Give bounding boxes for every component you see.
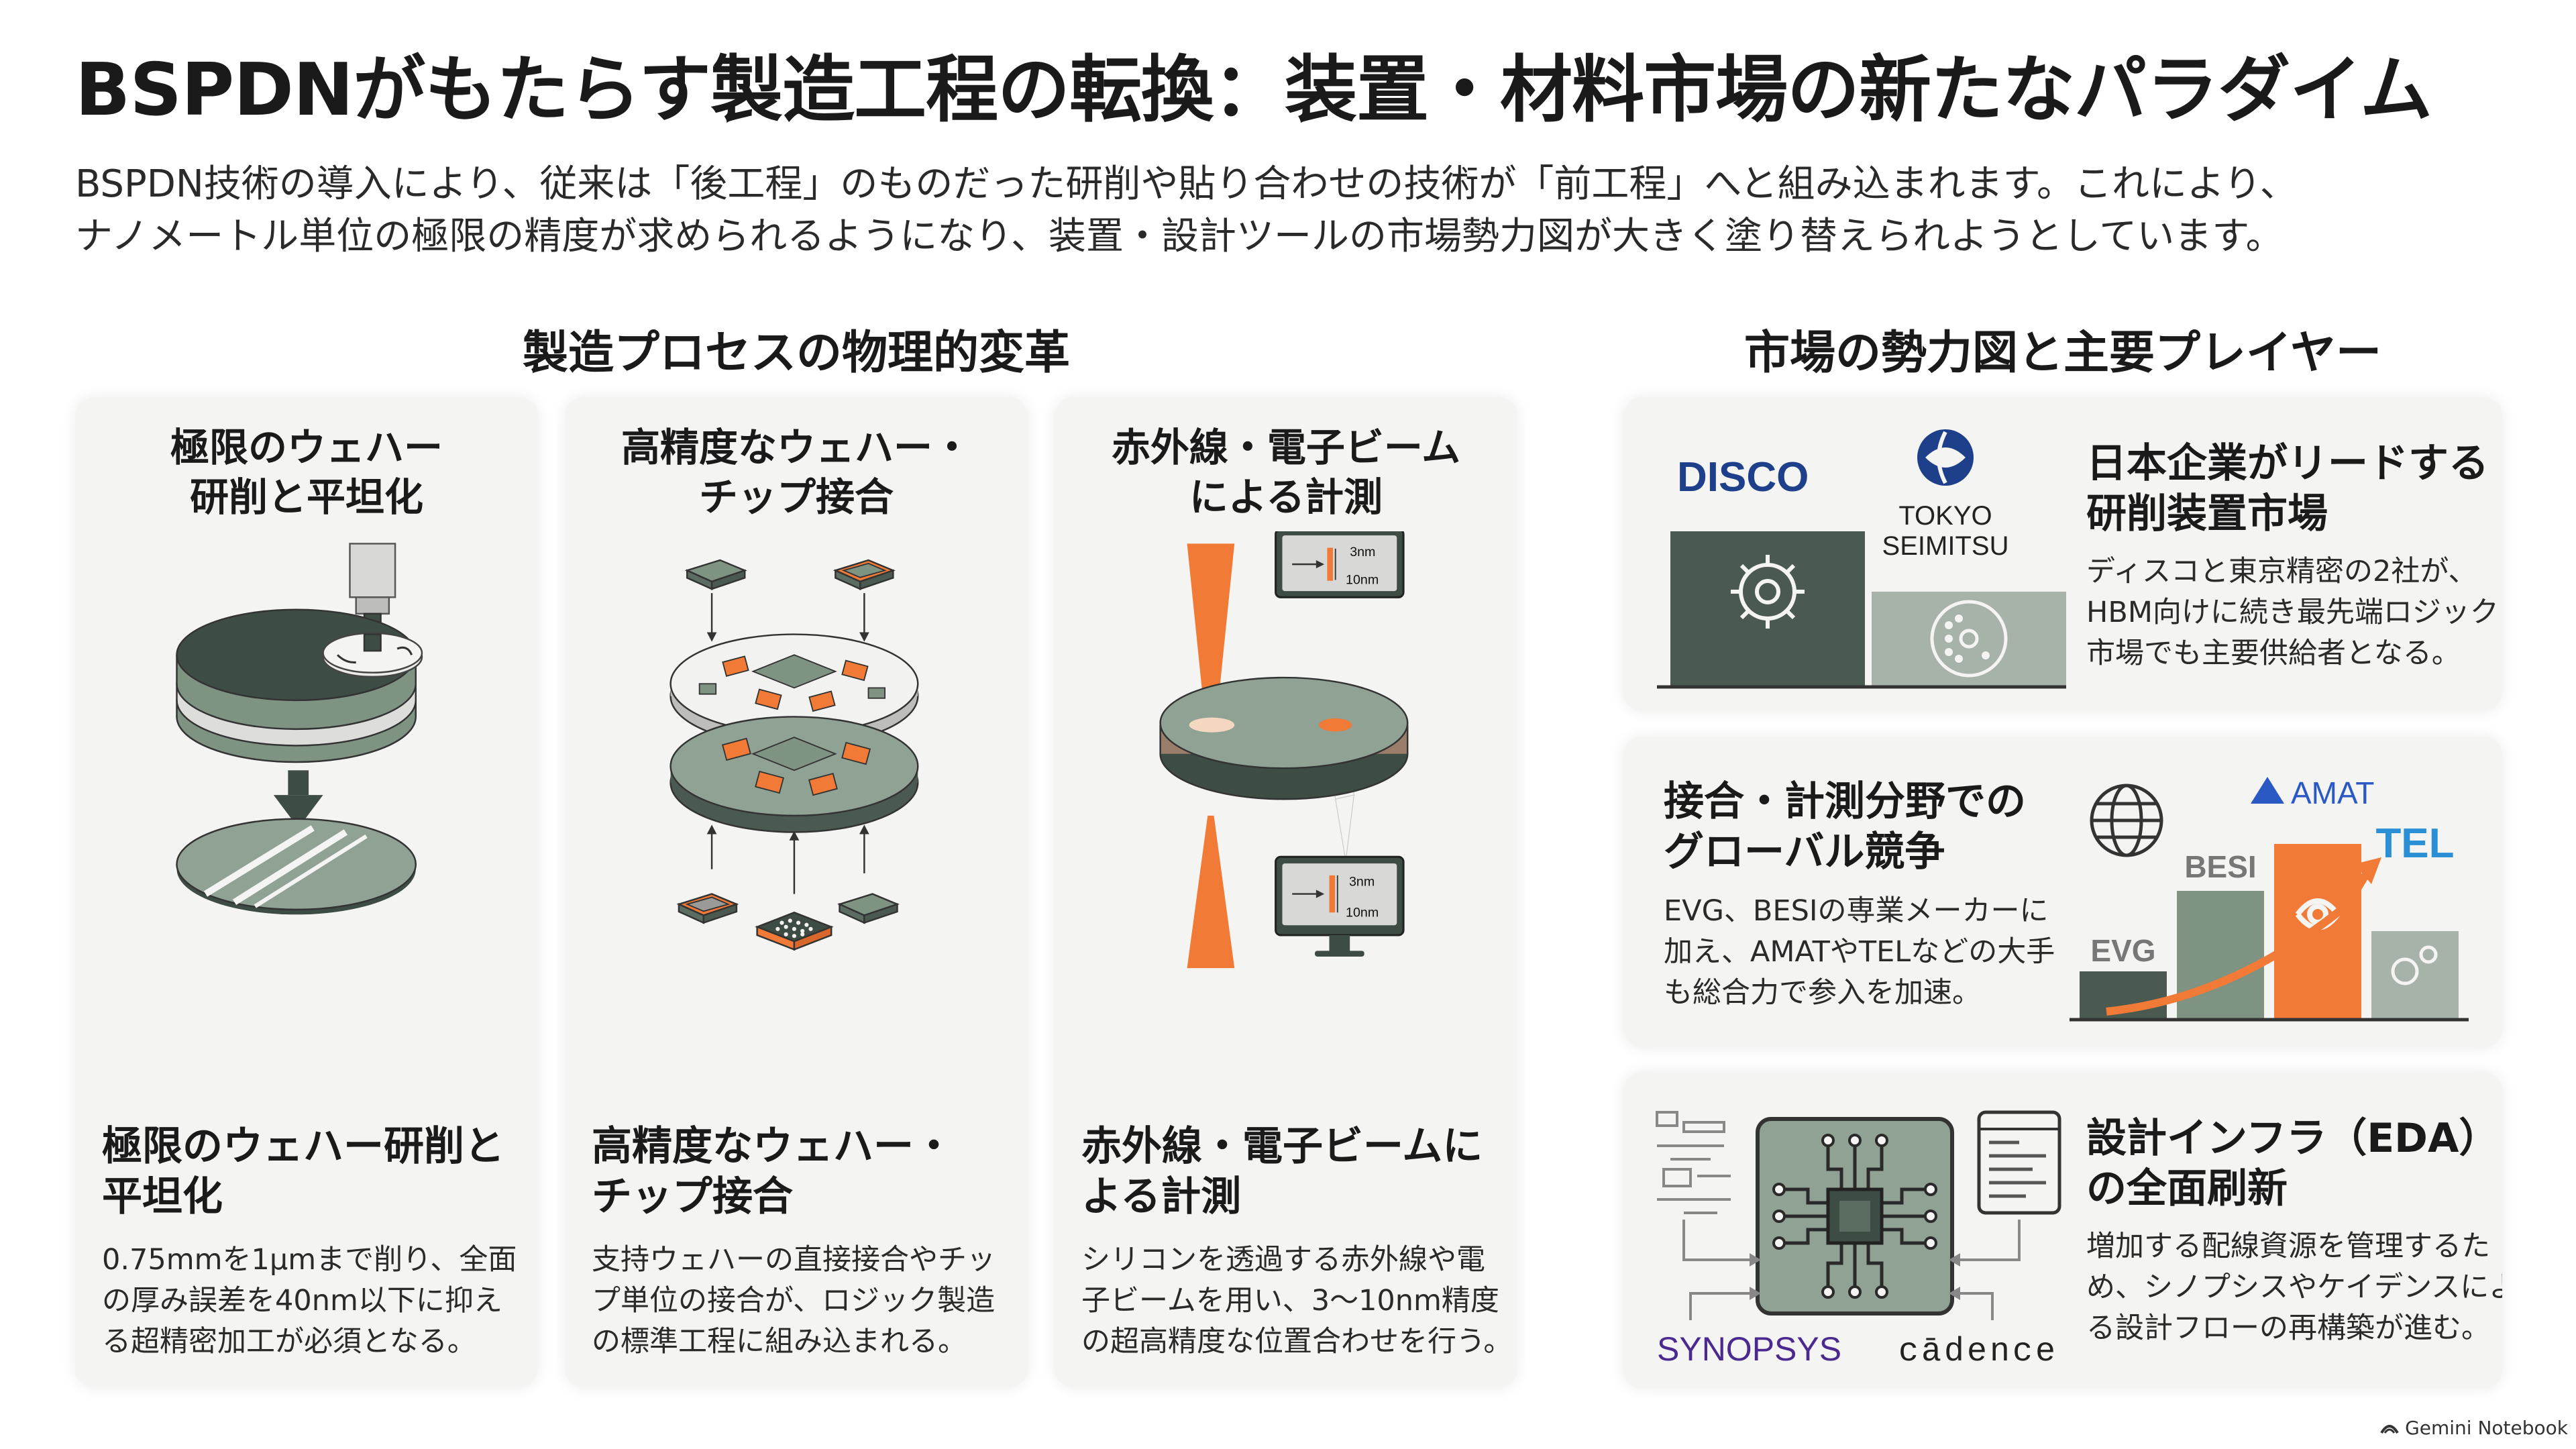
measure-label-top: 3nm <box>1350 545 1375 559</box>
subtitle-line-1: BSPDN技術の導入により、従来は「後工程」のものだった研削や貼り合わせの技術が… <box>75 162 2298 206</box>
gear-icon <box>2391 945 2438 985</box>
process-card-grinding: 極限のウェハー 研削と平坦化 極限のウェハー研削と <box>75 397 538 1387</box>
market-card-bonding: 接合・計測分野での グローバル競争 EVG、BESIの専業メーカーに 加え、AM… <box>1623 737 2502 1048</box>
card-description: シリコンを透過する赤外線や電 子ビームを用い、3〜10nm精度 の超高精度な位置… <box>1081 1243 1513 1359</box>
tokyo-logo-line1: TOKYO <box>1898 501 1992 531</box>
besi-logo: BESI <box>2184 849 2256 884</box>
tokyo-seimitsu-logo-icon <box>1917 429 1974 486</box>
subtitle-line-2: ナノメートル単位の極限の精度が求められるようになり、装置・設計ツールの市場勢力図… <box>75 215 2284 259</box>
code-editor-icon <box>1977 1110 2061 1215</box>
market-description: 増加する配線資源を管理するた め、シノプシスやケイデンスによ る設計フローの再構… <box>2086 1230 2502 1346</box>
chip-icon <box>833 559 896 590</box>
card-top-title: 極限のウェハー 研削と平坦化 <box>170 425 443 521</box>
gear-icon <box>1731 555 1805 629</box>
chip-icon <box>684 559 747 590</box>
market-title: 設計インフラ（EDA） の全面刷新 <box>2086 1115 2500 1212</box>
metrology-illustration: 3nm 10nm 3nm 10nm <box>1159 531 1409 969</box>
market-title: 日本企業がリードする 研削装置市場 <box>2086 440 2489 537</box>
market-description: EVG、BESIの専業メーカーに 加え、AMATやTELなどの大手 も総合力で参… <box>1664 894 2055 1010</box>
chip-icon <box>676 893 739 924</box>
card-bottom-title: 極限のウェハー研削と 平坦化 <box>102 1123 504 1220</box>
schematic-icon <box>1656 1111 1731 1214</box>
cadence-logo: cādence <box>1898 1333 2058 1371</box>
market-card-grinding: DISCO TOKYO SEIMITSU 日本企業がリー <box>1623 397 2502 711</box>
card-bottom-title: 赤外線・電子ビームに よる計測 <box>1081 1123 1483 1220</box>
bonding-market-chart: EVG BESI AMAT TEL <box>2070 775 2469 1022</box>
market-description: ディスコと東京精密の2社が、 HBM向けに続き最先端ロジック 市場でも主要供給者… <box>2086 555 2499 671</box>
notebook-icon <box>2380 1424 2399 1434</box>
measure-label-bottom: 10nm <box>1346 573 1379 588</box>
tokyo-logo-line2: SEIMITSU <box>1882 531 2009 561</box>
tel-logo: TEL <box>2375 820 2454 867</box>
globe-icon <box>2090 784 2163 857</box>
footer-label: Gemini Notebook <box>2405 1417 2568 1439</box>
card-top-title: 赤外線・電子ビーム による計測 <box>1111 425 1461 521</box>
eda-illustration: SYNOPSYS cādence <box>1656 1110 2061 1371</box>
process-card-metrology: 赤外線・電子ビーム による計測 3nm 10nm <box>1055 397 1517 1387</box>
wafer-grinding-illustration <box>176 543 423 915</box>
amat-logo-icon <box>2251 777 2284 804</box>
page-subtitle: BSPDN技術の導入により、従来は「後工程」のものだった研削や貼り合わせの技術が… <box>75 158 2517 264</box>
card-top-title: 高精度なウェハー・ チップ接合 <box>621 425 971 521</box>
footer-brand: Gemini Notebook <box>2379 1417 2568 1439</box>
synopsys-logo: SYNOPSYS <box>1657 1330 1841 1368</box>
section-heading-market: 市場の勢力図と主要プレイヤー <box>1744 327 2381 380</box>
page-title: BSPDNがもたらす製造工程の転換：装置・材料市場の新たなパラダイム <box>75 48 2432 132</box>
amat-logo: AMAT <box>2291 775 2374 810</box>
card-description: 0.75mmを1µmまで削り、全面 の厚み誤差を40nm以下に抑え る超精密加工… <box>102 1243 517 1359</box>
market-card-eda: SYNOPSYS cādence 設計インフラ（EDA） の全面刷新 増加する配… <box>1623 1072 2502 1389</box>
card-description: 支持ウェハーの直接接合やチッ プ単位の接合が、ロジック製造 の標準工程に組み込ま… <box>592 1243 996 1359</box>
section-heading-process: 製造プロセスの物理的変革 <box>522 327 1070 380</box>
measure-label-top-2: 3nm <box>1349 874 1375 889</box>
card-bottom-title: 高精度なウェハー・ チップ接合 <box>592 1123 954 1220</box>
measure-label-bottom-2: 10nm <box>1346 905 1379 920</box>
bga-chip-icon <box>755 911 834 951</box>
disco-logo: DISCO <box>1677 454 1809 500</box>
market-title: 接合・計測分野での グローバル競争 <box>1664 778 2026 875</box>
process-card-bonding: 高精度なウェハー・ チップ接合 <box>565 397 1028 1387</box>
chip-icon <box>837 893 900 924</box>
grinding-market-chart: DISCO TOKYO SEIMITSU <box>1657 429 2066 689</box>
grinding-wheel-icon <box>1930 600 2008 678</box>
chip-bonding-illustration <box>669 559 919 951</box>
evg-logo: EVG <box>2090 933 2155 968</box>
